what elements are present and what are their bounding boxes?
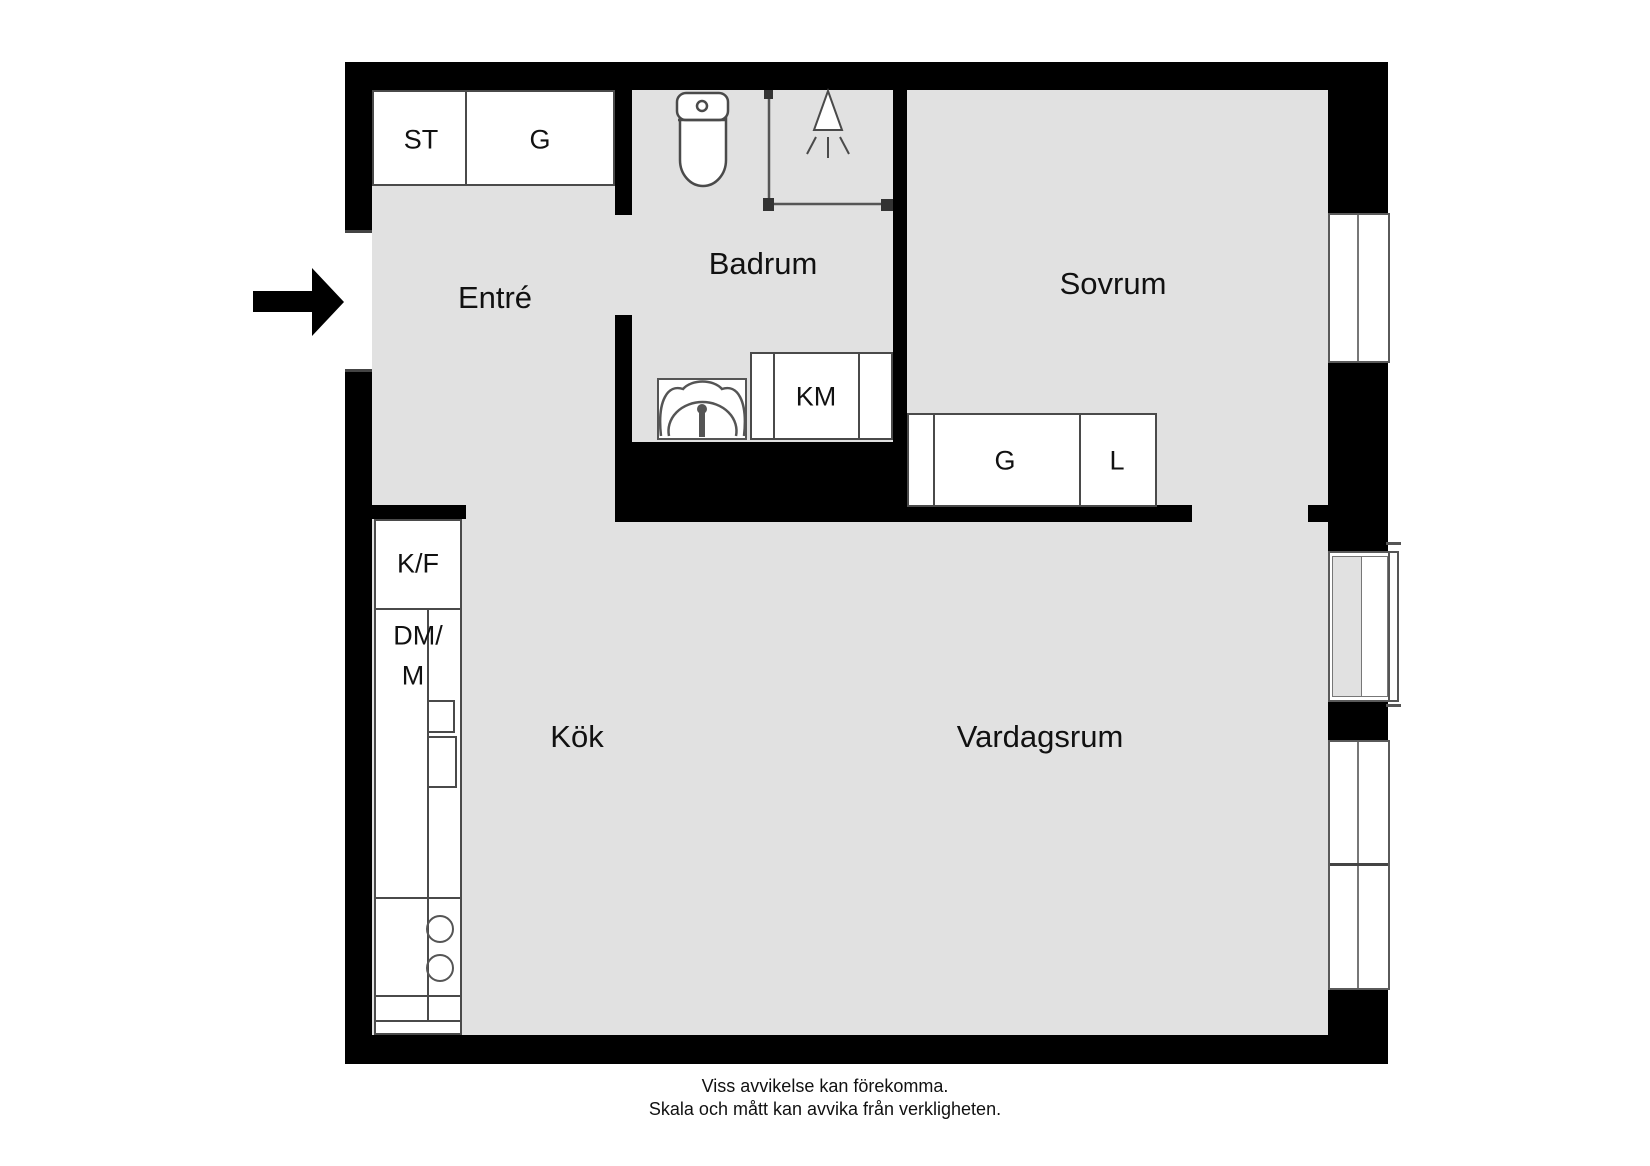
- footer-disclaimer-line1: Viss avvikelse kan förekomma.: [701, 1076, 949, 1096]
- stove-burner: [426, 954, 454, 982]
- floor-area: [372, 90, 1328, 1035]
- window-divider: [1330, 863, 1388, 866]
- counter-divider: [427, 608, 429, 1020]
- room-label-vardagsrum: Vardagsrum: [956, 719, 1124, 754]
- window-mullion: [1357, 215, 1359, 361]
- counter-line: [376, 995, 460, 997]
- counter-detail-rect: [427, 700, 455, 733]
- wall-badrum-south: [615, 442, 907, 522]
- footer-disclaimer-line2: Skala och mått kan avvika från verklighe…: [648, 1099, 1002, 1119]
- sink-icon: [658, 380, 747, 437]
- wall-sovrum-south-stub: [1308, 505, 1328, 522]
- balcony-door-leaf-inner: [1332, 556, 1362, 697]
- label-dm-line1: DM/: [393, 620, 443, 651]
- counter-line: [376, 608, 460, 610]
- entrance-arrow-icon: [253, 268, 344, 336]
- counter-detail-rect: [427, 736, 457, 788]
- wall-sovrum-south: [907, 505, 1192, 522]
- wall-badrum-sovrum: [893, 90, 907, 522]
- closet-st: [372, 90, 467, 186]
- label-kf: K/F: [396, 548, 440, 579]
- wall-kitchen-stub: [372, 505, 466, 519]
- room-label-kok: Kök: [550, 719, 604, 754]
- room-label-badrum: Badrum: [708, 246, 818, 281]
- counter-divider: [773, 354, 775, 438]
- balcony-door-frame: [1388, 551, 1399, 702]
- toilet-icon: [675, 91, 730, 188]
- label-st: ST: [403, 124, 439, 155]
- label-g-hall: G: [529, 124, 551, 155]
- wall-top: [345, 62, 1388, 90]
- wall-left: [345, 62, 372, 1064]
- label-km: KM: [795, 381, 837, 412]
- closet-g-bedroom: [933, 413, 1081, 507]
- room-label-entre: Entré: [457, 280, 533, 315]
- balcony-door: [1328, 551, 1390, 702]
- stove-burner: [426, 915, 454, 943]
- room-label-sovrum: Sovrum: [1059, 266, 1167, 301]
- wall-entre-badrum-lower: [615, 315, 632, 442]
- washing-machine-counter: [750, 352, 893, 440]
- balcony-door-tick-bottom: [1386, 704, 1401, 707]
- wall-bottom: [345, 1035, 1388, 1064]
- counter-divider: [858, 354, 860, 438]
- counter-line: [376, 1020, 460, 1022]
- closet-g-hall: [465, 90, 615, 186]
- balcony-door-leaf-outer: [1361, 556, 1388, 697]
- balcony-door-tick-top: [1386, 542, 1401, 545]
- window-vardagsrum: [1328, 740, 1390, 990]
- counter-line: [376, 897, 460, 899]
- label-dm-line2: M: [401, 660, 425, 691]
- wall-entre-badrum-upper: [615, 90, 632, 215]
- label-g-bedroom: G: [994, 445, 1016, 476]
- closet-l-bedroom: [1079, 413, 1157, 507]
- shower-icon: [763, 88, 893, 211]
- window-sovrum: [1328, 213, 1390, 363]
- label-l-bedroom: L: [1109, 445, 1125, 476]
- kitchen-counter-column: [374, 519, 462, 1035]
- entrance-door-opening: [345, 230, 372, 372]
